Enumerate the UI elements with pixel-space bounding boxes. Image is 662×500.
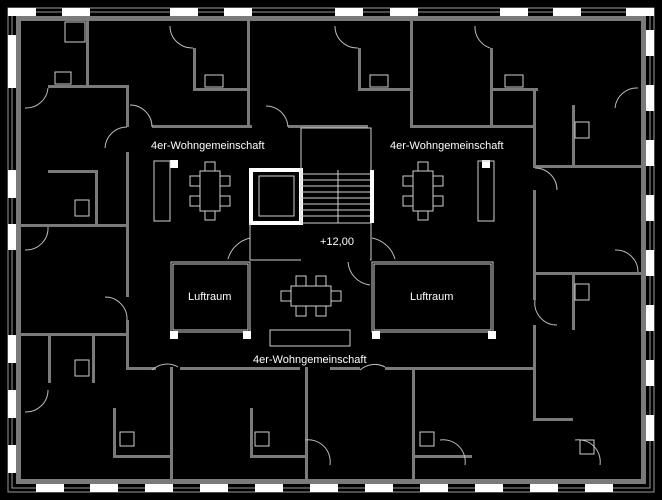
interior-walls xyxy=(20,20,641,482)
apartment-label-bottom: 4er-Wohngemeinschaft xyxy=(253,354,367,366)
apartment-label-top-right: 4er-Wohngemeinschaft xyxy=(390,140,504,152)
stair-core xyxy=(249,127,374,261)
voids xyxy=(170,261,494,333)
level-label: +12,00 xyxy=(320,236,354,248)
windows xyxy=(8,8,654,492)
doors xyxy=(24,25,639,466)
apartment-label-top-left: 4er-Wohngemeinschaft xyxy=(151,140,265,152)
furniture xyxy=(54,21,595,455)
void-label-left: Luftraum xyxy=(188,291,231,303)
columns xyxy=(170,160,496,339)
void-label-right: Luftraum xyxy=(410,291,453,303)
